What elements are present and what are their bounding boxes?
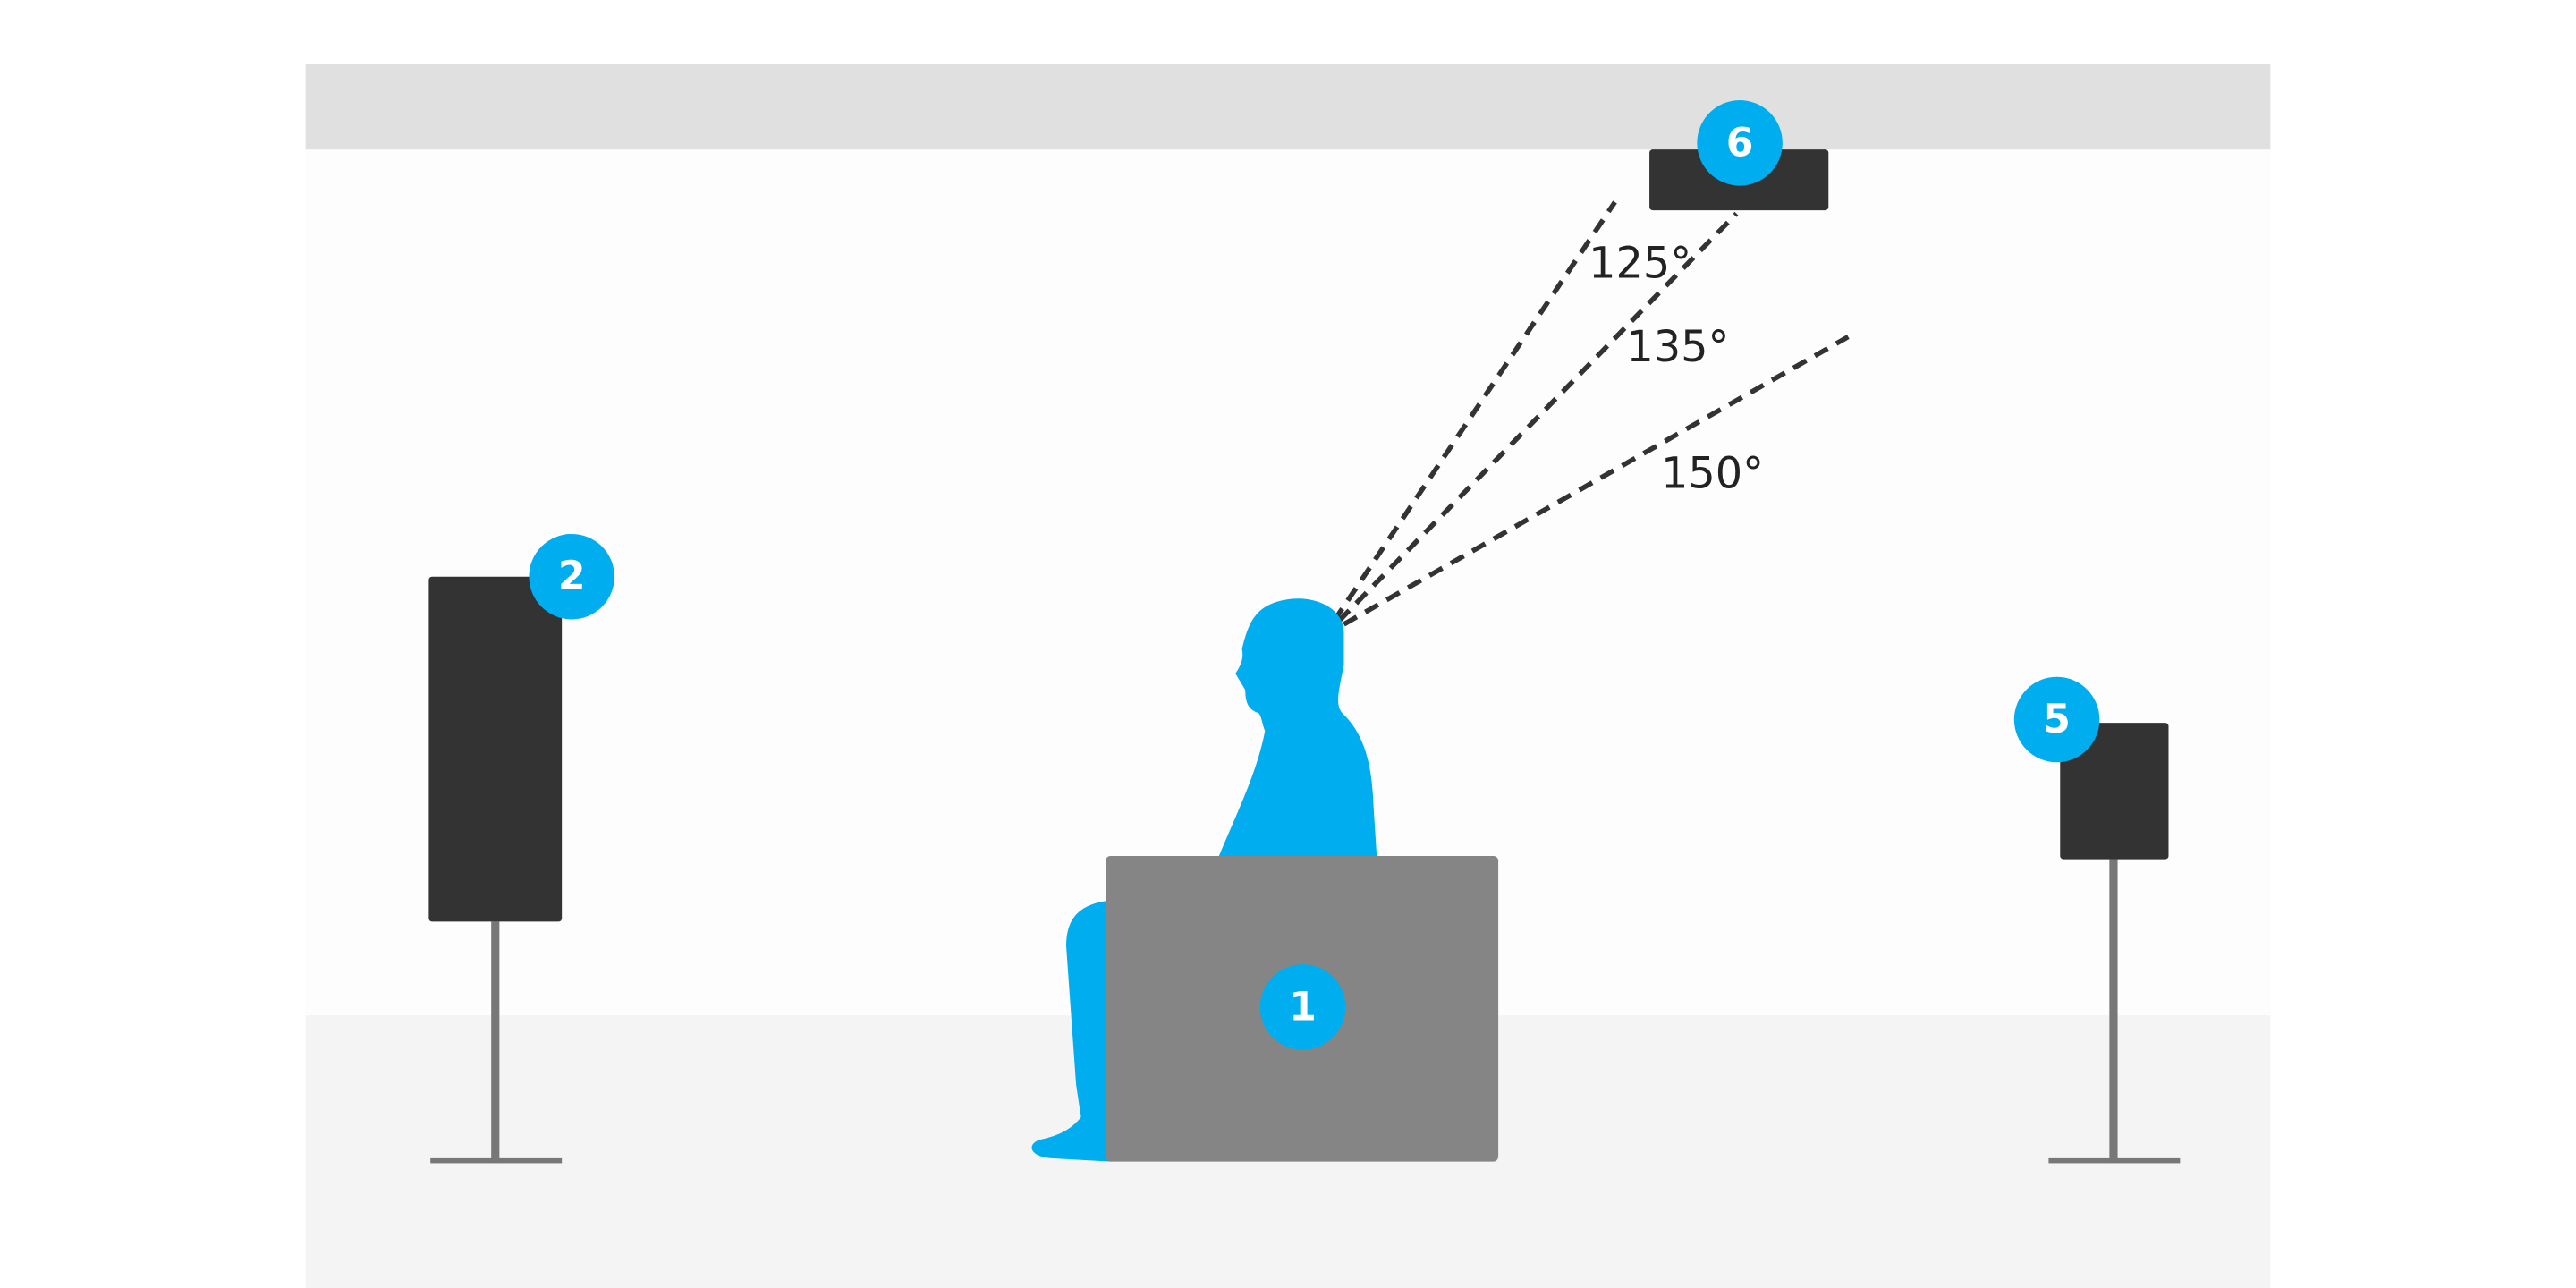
badge-front-speaker-number: 2 (558, 554, 586, 599)
front-speaker-pole (491, 921, 500, 1162)
badge-seat-number: 1 (1289, 984, 1317, 1030)
badge-rear-speaker-number: 5 (2043, 697, 2071, 742)
badge-ceiling-speaker: 6 (1697, 100, 1783, 186)
angle-line-135 (1336, 211, 1739, 623)
badge-front-speaker: 2 (529, 533, 614, 620)
angle-line-125 (1332, 200, 1617, 623)
listener-silhouette (1218, 598, 1377, 856)
angle-label-150: 150° (1661, 450, 1764, 499)
badge-rear-speaker: 5 (2013, 676, 2100, 763)
rear-speaker (2060, 723, 2169, 860)
angle-label-135: 135° (1626, 323, 1729, 372)
rear-speaker-pole (2109, 859, 2118, 1162)
front-speaker (428, 576, 563, 922)
ceiling (305, 64, 2271, 150)
badge-seat: 1 (1259, 964, 1346, 1050)
angle-label-125: 125° (1589, 239, 1691, 288)
badge-ceiling-speaker-number: 6 (1726, 120, 1754, 165)
listener-legs (1031, 900, 1111, 1162)
